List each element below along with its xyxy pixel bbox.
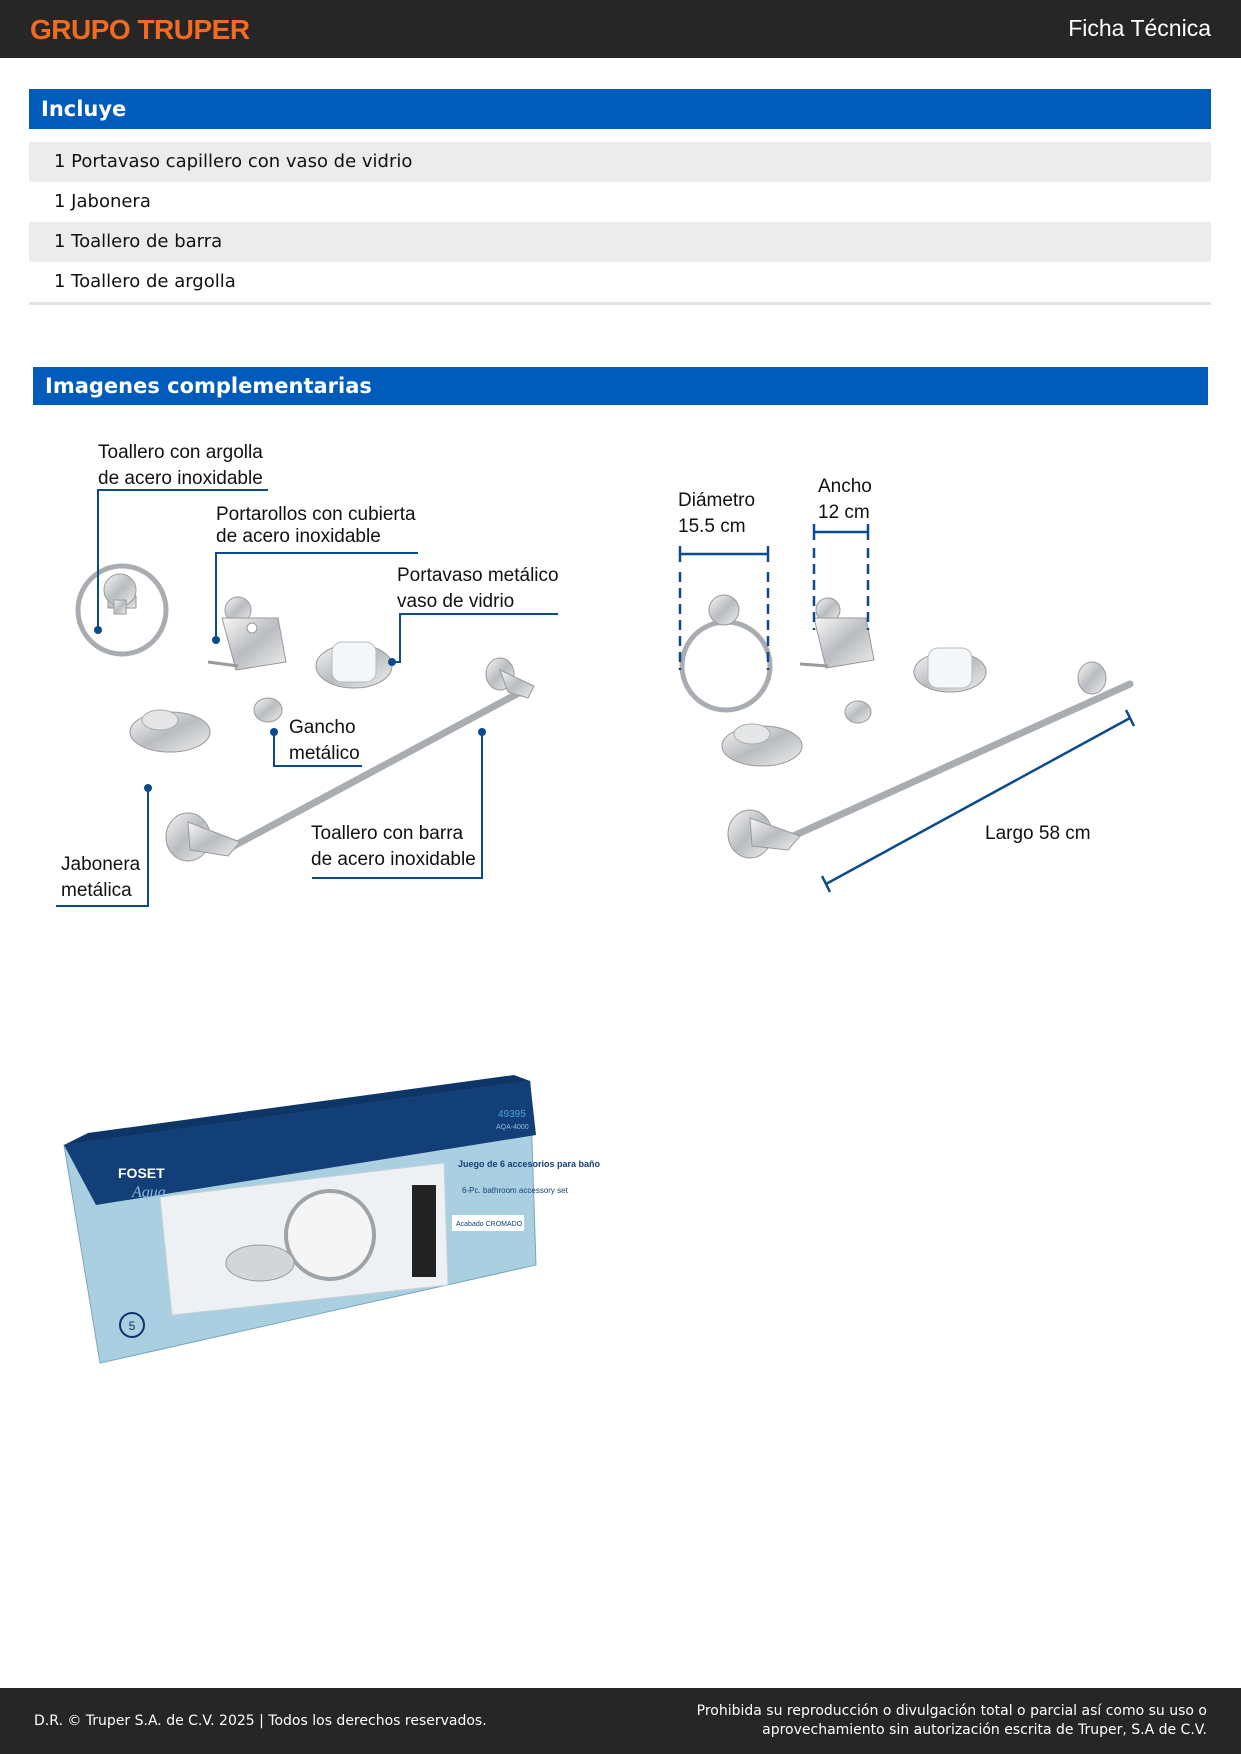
glass-holder-illustration — [913, 647, 987, 693]
paper-holder-illustration — [799, 597, 875, 669]
packaging-box-image: 5 FOSET Aqua Juego de 6 accesorios para … — [63, 1075, 601, 1364]
dimension-length: Largo 58 cm — [985, 823, 1091, 844]
towel-bar-illustration — [165, 657, 535, 862]
callout-hook: Gancho metálico — [289, 717, 360, 764]
truper-logo: GRUPO TRUPER — [30, 14, 250, 45]
product-dimensions-figure — [678, 524, 1136, 893]
paper-holder-illustration — [207, 596, 287, 671]
callout-paper-holder: Portarollos con cubierta de acero inoxid… — [216, 504, 416, 547]
callout-soap-dish: Jabonera metálica — [61, 854, 141, 901]
top-bar: GRUPO TRUPER Ficha Técnica — [0, 0, 1241, 58]
soap-dish-illustration — [129, 709, 211, 753]
glass-holder-illustration — [315, 641, 393, 689]
document-type: Ficha Técnica — [1068, 15, 1211, 41]
imagenes-header: Imagenes complementarias — [33, 367, 1208, 405]
box-brand: FOSET — [118, 1165, 165, 1181]
towel-bar-illustration — [727, 661, 1134, 859]
incluye-header: Incluye — [29, 89, 1211, 129]
incluye-title: Incluye — [41, 97, 127, 121]
hook-illustration — [844, 700, 872, 724]
dimension-diameter: Diámetro 15.5 cm — [678, 490, 756, 537]
footer-legal: Prohibida su reproducción o divulgación … — [697, 1702, 1207, 1740]
list-divider — [29, 302, 1211, 305]
callout-ring-towel-holder: Toallero con argolla de acero inoxidable — [98, 442, 263, 489]
list-item: 1 Jabonera — [54, 191, 151, 212]
footer: D.R. © Truper S.A. de C.V. 2025 | Todos … — [0, 1688, 1241, 1754]
box-warranty: 5 — [129, 1319, 136, 1333]
box-title: Juego de 6 accesorios para baño — [458, 1159, 601, 1169]
box-code: 49395 — [498, 1109, 526, 1120]
callout-glass-holder: Portavaso metálico vaso de vidrio — [397, 565, 559, 612]
product-callout-figure — [56, 489, 558, 907]
dimension-lines — [678, 524, 1136, 893]
imagenes-title: Imagenes complementarias — [45, 374, 372, 398]
callout-towel-bar: Toallero con barra de acero inoxidable — [311, 823, 476, 870]
box-subtitle: 6-Pc. bathroom accessory set — [462, 1186, 569, 1195]
list-item: 1 Toallero de argolla — [54, 271, 236, 292]
box-line: Aqua — [131, 1184, 166, 1201]
soap-dish-illustration — [721, 723, 803, 767]
box-finish: Acabado CROMADO — [456, 1221, 523, 1228]
list-item: 1 Toallero de barra — [29, 222, 1211, 262]
hook-illustration — [253, 697, 283, 723]
dimension-width: Ancho 12 cm — [818, 476, 872, 523]
ring-towel-holder-illustration — [679, 594, 773, 713]
list-item: 1 Portavaso capillero con vaso de vidrio — [29, 142, 1211, 182]
box-model: AQA-4000 — [496, 1124, 529, 1131]
incluye-list: 1 Portavaso capillero con vaso de vidrio… — [29, 142, 1211, 305]
callout-lines — [56, 489, 558, 907]
callout-dots — [94, 626, 486, 792]
footer-legal-line2: aprovechamiento sin autorización escrita… — [762, 1722, 1207, 1738]
footer-legal-line1: Prohibida su reproducción o divulgación … — [696, 1703, 1207, 1719]
footer-copyright: D.R. © Truper S.A. de C.V. 2025 | Todos … — [34, 1713, 487, 1729]
